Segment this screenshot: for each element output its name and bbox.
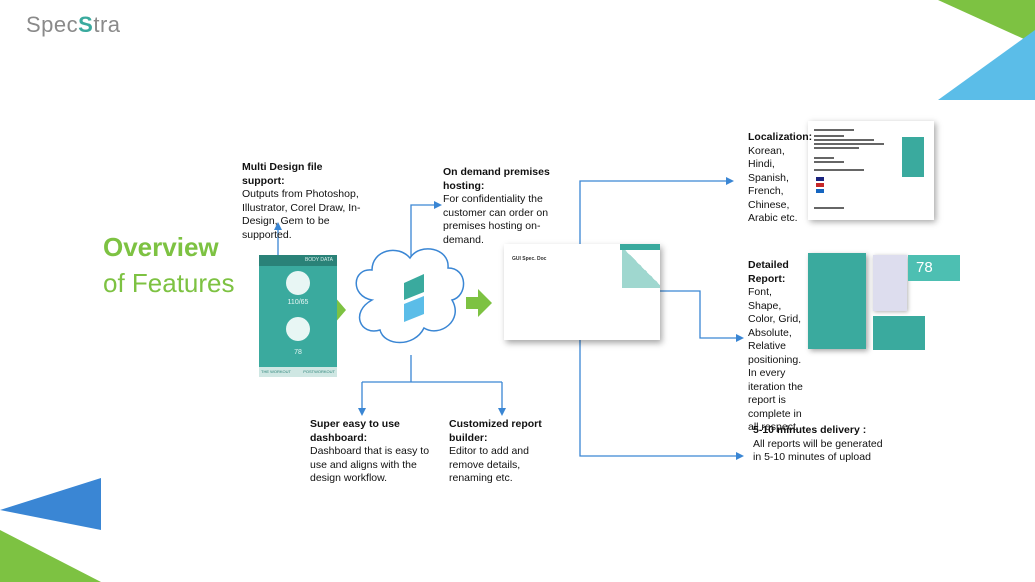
title-line1: Overview (103, 232, 219, 262)
feature-on-demand: On demand premises hosting: For confiden… (443, 166, 573, 247)
corner-bottom-blue-triangle (0, 478, 101, 530)
feature-body: Korean, Hindi, Spanish, French, Chinese,… (748, 144, 798, 225)
detail-report-phone (808, 253, 866, 349)
brand-logo: SpecStra (26, 12, 121, 38)
feature-body: All reports will be generated in 5-10 mi… (753, 437, 883, 464)
feature-body: Outputs from Photoshop, Illustrator, Cor… (242, 188, 361, 241)
localization-report-thumbnail (808, 121, 934, 220)
feature-heading: Customized report builder: (449, 418, 542, 444)
detail-value-tile: 78 (908, 255, 960, 281)
localization-phone-preview (902, 137, 924, 177)
feature-body: Font, Shape, Color, Grid, Absolute, Rela… (748, 286, 803, 433)
corner-blue-triangle (938, 30, 1035, 100)
feature-body: Dashboard that is easy to use and aligns… (310, 445, 430, 484)
corner-green-triangle (938, 0, 1035, 44)
phone-reading: 110/65 (287, 299, 309, 306)
feature-multi-design: Multi Design file support: Outputs from … (242, 161, 367, 242)
feature-body: Editor to add and remove details, renami… (449, 445, 529, 484)
detail-heart-tile (873, 316, 925, 350)
phone-tab-right: POSTWORKOUT (303, 369, 335, 374)
phone-lungs-circle (286, 317, 310, 341)
logo-text-a: Spec (26, 12, 79, 37)
feature-heading: On demand premises hosting: (443, 166, 550, 192)
feature-body: For confidentiality the customer can ord… (443, 193, 549, 246)
page-curl (622, 244, 660, 288)
phone-header: BODY DATA (259, 255, 337, 266)
feature-detailed-report: Detailed Report: Font, Shape, Color, Gri… (748, 259, 806, 435)
logo-text-s: S (78, 12, 94, 37)
phone-tab-left: THE WORKOUT (261, 369, 291, 374)
detail-report-phone-small (873, 255, 907, 311)
feature-heading: Multi Design file support: (242, 161, 323, 187)
feature-heading: Detailed Report: (748, 259, 789, 285)
doc-title: GUI Spec. Doc (512, 256, 547, 262)
phone-value: 78 (294, 349, 302, 356)
feature-delivery: 5-10 minutes delivery : All reports will… (753, 424, 883, 465)
phone-heart-circle (286, 271, 310, 295)
arrow-to-doc (466, 289, 492, 317)
feature-heading: 5-10 minutes delivery : (753, 424, 867, 436)
feature-report-builder: Customized report builder: Editor to add… (449, 418, 561, 486)
logo-mark-lower (404, 296, 424, 322)
feature-dashboard: Super easy to use dashboard: Dashboard t… (310, 418, 440, 486)
doc-topbar (620, 244, 660, 250)
logo-mark-upper (404, 274, 424, 300)
feature-heading: Super easy to use dashboard: (310, 418, 400, 444)
corner-bottom-green-triangle (0, 530, 101, 582)
feature-heading: Localization: (748, 131, 813, 143)
logo-text-b: tra (93, 12, 121, 37)
phone-mockup: BODY DATA 110/65 78 THE WORKOUT POSTWORKO… (259, 255, 337, 377)
feature-localization: Localization: Korean, Hindi, Spanish, Fr… (748, 131, 813, 226)
title-line2: of Features (103, 268, 235, 298)
phone-footer: THE WORKOUT POSTWORKOUT (259, 367, 337, 377)
spec-document: GUI Spec. Doc (504, 244, 660, 340)
